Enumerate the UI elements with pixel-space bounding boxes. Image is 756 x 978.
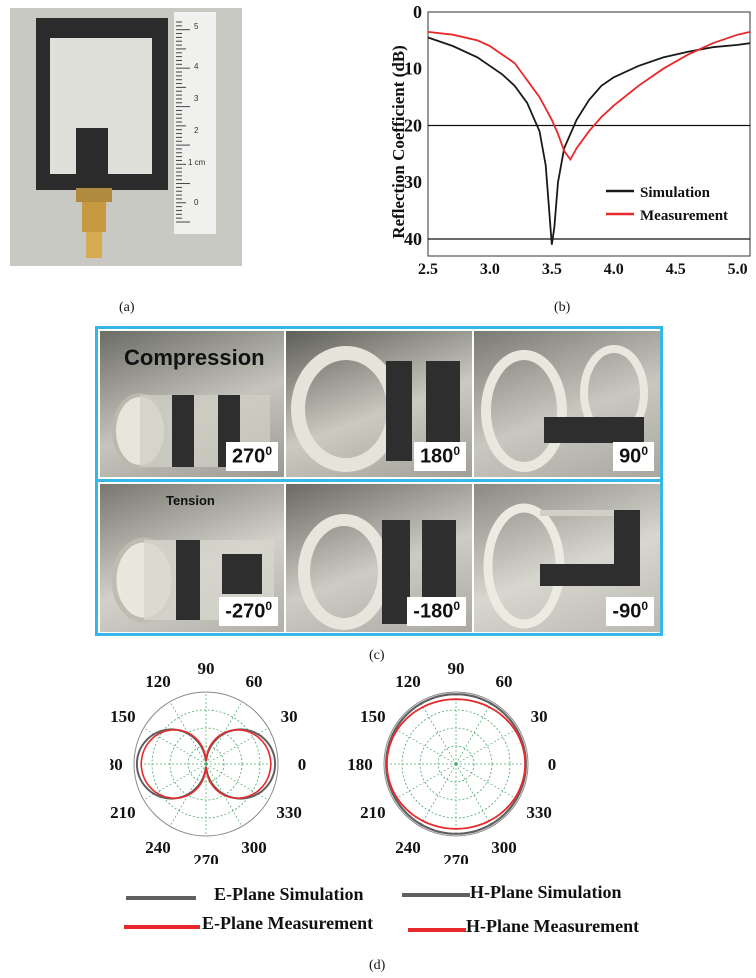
polar-angle-label: 150	[110, 707, 136, 726]
polar-grid-spoke	[455, 763, 493, 827]
polar-grid-spoke	[205, 763, 269, 801]
legend-h-meas-swatch	[408, 928, 466, 932]
polar-angle-label: 330	[526, 803, 552, 822]
antenna-photo: 0 1 cm 2 3 4 5	[10, 8, 242, 266]
legend-sim-label: Simulation	[640, 185, 711, 201]
caption-c: (c)	[369, 648, 385, 663]
polar-grid-spoke	[455, 701, 493, 765]
polar-plots-svg: 0 30 60 90 120 150 180 210 240 270 300 330 0 30 60 90 1…	[97, 659, 557, 870]
polar-angle-label: 240	[395, 838, 421, 857]
bend-label-180: 1800	[413, 442, 466, 471]
polar-angle-label: 240	[145, 838, 171, 857]
polar-angle-label: 60	[246, 672, 263, 691]
polar-grid-spoke	[205, 727, 269, 765]
polar-grid-spoke	[455, 763, 519, 801]
polar-angle-label: 30	[531, 707, 548, 726]
reflection-chart-svg: 2.5 3.0 3.5 4.0 4.5 5.0 0 10 20 30 40 Reflection …	[389, 2, 751, 278]
polar-grid-spoke	[143, 763, 207, 801]
polar-angle-label: 120	[145, 672, 171, 691]
x-tick-label: 3.0	[480, 261, 500, 278]
polar-angle-label: 300	[241, 838, 267, 857]
polar-grid-spoke	[393, 727, 457, 765]
compression-panel-180: 1800	[286, 331, 472, 477]
polar-grid-spoke	[393, 763, 457, 801]
polar-angle-label: 0	[298, 755, 307, 774]
reflection-coefficient-chart: 2.5 3.0 3.5 4.0 4.5 5.0 0 10 20 30 40 Reflection …	[388, 2, 752, 280]
bending-test-frame: 2700 1800 900 Compression -2700	[95, 326, 663, 636]
y-tick-label: 30	[404, 172, 422, 192]
radiation-pattern-plots: 0 30 60 90 120 150 180 210 240 270 300 330 0 30 60 90 1…	[97, 650, 650, 870]
polar-outer-ring	[383, 691, 529, 837]
polar-grid-spoke	[455, 727, 519, 765]
y-axis-label: Reflection Coefficient (dB)	[389, 45, 408, 239]
legend-e-meas-label: E-Plane Measurement	[202, 913, 374, 933]
polar-outer-ring	[133, 691, 279, 837]
x-tick-label: 4.0	[604, 261, 624, 278]
polar-angle-label: 270	[193, 851, 219, 864]
row-divider	[98, 479, 660, 482]
polar-angle-label: 270	[443, 851, 469, 864]
legend-h-sim-label: H-Plane Simulation	[470, 882, 622, 902]
ruler-3-label: 3	[194, 94, 199, 103]
compression-panel-270: 2700	[100, 331, 284, 477]
ruler-2-label: 2	[194, 126, 199, 135]
ruler-4-label: 4	[194, 62, 199, 71]
legend-meas-label: Measurement	[640, 208, 728, 224]
legend-e-meas-swatch	[124, 925, 200, 929]
polar-angle-label: 300	[491, 838, 517, 857]
compression-panel-90: 900	[474, 331, 660, 477]
legend-h-sim-swatch	[402, 893, 470, 897]
polar-grid-spoke	[419, 701, 457, 765]
y-tick-label: 20	[404, 115, 422, 135]
y-tick-label: 0	[413, 4, 422, 22]
polar-grid-spoke	[143, 727, 207, 765]
caption-d: (d)	[369, 958, 386, 973]
ruler-1cm-label: 1 cm	[188, 158, 206, 167]
polar-angle-label: 180	[347, 755, 373, 774]
bend-label-90: 900	[613, 442, 654, 471]
polar-grid-spoke	[419, 763, 457, 827]
cylinder-illustration	[481, 345, 648, 472]
series-line-simulation	[427, 36, 751, 245]
polar-angle-label: 90	[448, 659, 465, 678]
x-tick-label: 4.5	[666, 261, 686, 278]
ruler-5-label: 5	[194, 22, 199, 31]
x-tick-label: 5.0	[728, 261, 748, 278]
series-line-measurement	[427, 31, 751, 162]
h-plane-meas-curve	[385, 698, 527, 830]
bend-label-neg180: -1800	[407, 597, 466, 626]
polar-angle-label: 120	[395, 672, 421, 691]
polar-angle-label: 0	[548, 755, 557, 774]
caption-b: (b)	[554, 300, 571, 315]
bend-label-neg270: -2700	[219, 597, 278, 626]
bend-label-270: 2700	[225, 442, 278, 471]
polar-angle-label: 210	[110, 803, 136, 822]
legend-e-sim-swatch	[126, 896, 196, 900]
x-tick-label: 2.5	[418, 261, 438, 278]
y-tick-label: 40	[404, 229, 422, 249]
compression-title: Compression	[124, 345, 265, 370]
cylinder-illustration	[483, 503, 640, 629]
bend-label-neg90: -900	[606, 597, 654, 626]
tension-panel-180: -1800	[286, 484, 472, 632]
e-plane-meas-curve	[140, 728, 272, 800]
tension-panel-90: -900	[474, 484, 660, 632]
polar-angle-label: 150	[360, 707, 386, 726]
polar-angle-label: 30	[281, 707, 298, 726]
legend-h-meas-label: H-Plane Measurement	[466, 916, 640, 936]
polar-angle-label: 60	[496, 672, 513, 691]
polar-angle-label: 210	[360, 803, 386, 822]
caption-a: (a)	[119, 300, 135, 315]
legend-e-sim-label: E-Plane Simulation	[214, 884, 364, 904]
plot-frame	[427, 11, 751, 257]
tension-panel-270: -2700	[100, 484, 284, 632]
tension-title: Tension	[166, 493, 215, 508]
ruler-zero-label: 0	[194, 198, 199, 207]
y-tick-label: 10	[404, 59, 422, 79]
polar-angle-label: 90	[198, 659, 215, 678]
polar-angle-label: 330	[276, 803, 302, 822]
x-tick-label: 3.5	[542, 261, 562, 278]
polar-angle-label: 180	[110, 755, 123, 774]
